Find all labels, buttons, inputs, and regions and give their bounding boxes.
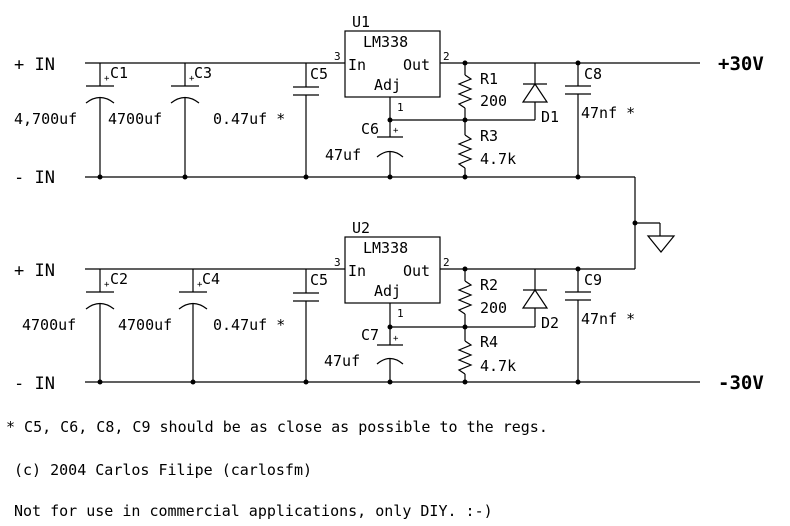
c5-top-label: C5	[310, 65, 328, 83]
c3-polarity-mark: +	[189, 74, 195, 84]
c4-value: 4700uf	[118, 316, 172, 334]
top-plus-in-label: + IN	[14, 55, 55, 75]
c3-value: 4700uf	[108, 110, 162, 128]
c5-bottom-value: 0.47uf *	[213, 316, 285, 334]
capacitor-c4	[178, 269, 208, 382]
c5-bottom-label: C5	[310, 271, 328, 289]
c9-value: 47nf *	[581, 310, 635, 328]
r4-label: R4	[480, 333, 498, 351]
r3-label: R3	[480, 127, 498, 145]
diode-d1	[521, 63, 549, 120]
resistor-r3	[457, 125, 473, 177]
c1-label: C1	[110, 64, 128, 82]
r4-value: 4.7k	[480, 357, 516, 375]
c2-label: C2	[110, 270, 128, 288]
c8-value: 47nf *	[581, 104, 635, 122]
resistor-r2	[457, 269, 473, 332]
u1-out-label: Out	[403, 56, 430, 74]
r1-value: 200	[480, 92, 507, 110]
c2-value: 4700uf	[22, 316, 76, 334]
r1-label: R1	[480, 70, 498, 88]
ground-junction	[632, 220, 638, 226]
bottom-plus-in-label: + IN	[14, 261, 55, 281]
license-note: Not for use in commercial applications, …	[14, 502, 493, 520]
capacitor-c9	[565, 269, 591, 382]
capacitor-c8	[565, 63, 591, 177]
u2-adj-label: Adj	[374, 282, 401, 300]
c4-polarity-mark: +	[197, 280, 203, 290]
capacitor-c3	[170, 63, 200, 177]
negative-output-label: -30V	[718, 372, 764, 394]
placement-note: * C5, C6, C8, C9 should be as close as p…	[6, 418, 548, 436]
u1-regulator-body	[344, 30, 441, 98]
c8-label: C8	[584, 65, 602, 83]
c5-top-value: 0.47uf *	[213, 110, 285, 128]
positive-output-label: +30V	[718, 53, 764, 75]
u1-ref: U1	[352, 13, 370, 31]
resistor-r1	[457, 63, 473, 125]
capacitor-c6	[376, 136, 404, 177]
c3-label: C3	[194, 64, 212, 82]
u1-adj-label: Adj	[374, 76, 401, 94]
capacitor-c5-bottom	[293, 269, 319, 382]
c6-label: C6	[361, 120, 379, 138]
capacitor-c7	[376, 344, 404, 382]
u1-pin-in: 3	[334, 50, 341, 63]
u1-pin-adj: 1	[397, 101, 404, 114]
r2-value: 200	[480, 299, 507, 317]
bottom-minus-in-label: - IN	[14, 374, 55, 394]
u1-part: LM338	[363, 33, 408, 51]
c7-polarity-mark: +	[393, 334, 399, 344]
diode-d2	[521, 269, 549, 327]
r3-value: 4.7k	[480, 150, 516, 168]
capacitor-c2	[85, 269, 115, 382]
c1-polarity-mark: +	[104, 74, 110, 84]
u2-regulator-body	[344, 236, 441, 304]
top-section: + C1 4,700uf + C3 4700uf C5 0.47uf * U1 …	[14, 13, 764, 269]
c7-value: 47uf	[324, 352, 360, 370]
top-minus-in-label: - IN	[14, 168, 55, 188]
c7-label: C7	[361, 326, 379, 344]
capacitor-c1	[85, 63, 115, 177]
copyright-note: (c) 2004 Carlos Filipe (carlosfm)	[14, 461, 312, 479]
u1-pin-out: 2	[443, 50, 450, 63]
u2-pin-in: 3	[334, 256, 341, 269]
u2-pin-adj: 1	[397, 307, 404, 320]
bottom-section: + C2 4700uf + C4 4700uf C5 0.47uf * U2 L…	[14, 219, 764, 394]
u2-in-label: In	[348, 262, 366, 280]
r2-label: R2	[480, 276, 498, 294]
capacitor-c5-top	[293, 63, 319, 177]
c6-polarity-mark: +	[393, 126, 399, 136]
d1-label: D1	[541, 108, 559, 126]
u2-out-label: Out	[403, 262, 430, 280]
ground-symbol	[646, 235, 676, 253]
u2-part: LM338	[363, 239, 408, 257]
d2-label: D2	[541, 314, 559, 332]
resistor-r4	[457, 332, 473, 382]
u1-in-label: In	[348, 56, 366, 74]
u2-ref: U2	[352, 219, 370, 237]
c9-label: C9	[584, 271, 602, 289]
c1-value: 4,700uf	[14, 110, 77, 128]
c2-polarity-mark: +	[104, 280, 110, 290]
c4-label: C4	[202, 270, 220, 288]
u2-pin-out: 2	[443, 256, 450, 269]
c6-value: 47uf	[325, 146, 361, 164]
